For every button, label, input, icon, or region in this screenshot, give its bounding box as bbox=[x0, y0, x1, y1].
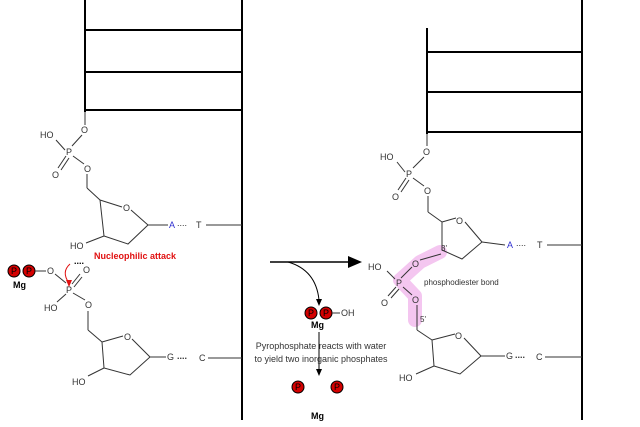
atom-o: O bbox=[84, 164, 91, 174]
hydrogen-bond: .... bbox=[177, 351, 187, 361]
phosphate-circle bbox=[304, 306, 318, 320]
hydroxyl-label: OH bbox=[341, 308, 355, 318]
five-prime-label: 5' bbox=[420, 315, 426, 324]
base-cytosine: C bbox=[199, 353, 206, 363]
phosphate-letter: P bbox=[334, 382, 340, 392]
atom-o: O bbox=[47, 266, 54, 276]
reaction: P P OH Mg Pyrophosphate reacts with wate… bbox=[254, 256, 388, 421]
base-guanine: G bbox=[167, 352, 174, 362]
phosphate-letter: P bbox=[26, 266, 32, 276]
phosphate-letter: P bbox=[11, 266, 17, 276]
base-adenine: A bbox=[507, 240, 513, 250]
atom-o: O bbox=[412, 259, 419, 269]
atom-ho: HO bbox=[399, 373, 413, 383]
atom-o: O bbox=[412, 295, 419, 305]
lone-pair: .... bbox=[74, 256, 84, 266]
base-cytosine: C bbox=[536, 352, 543, 362]
left-strand: O P HO O O O A .... T HO .... Nucleophil… bbox=[7, 0, 243, 420]
atom-o: O bbox=[423, 147, 430, 157]
base-thymine: T bbox=[537, 240, 543, 250]
atom-o: O bbox=[381, 298, 388, 308]
pyrophosphate-note-line2: to yield two inorganic phosphates bbox=[254, 354, 388, 364]
magnesium-label: Mg bbox=[311, 320, 324, 330]
phosphate-circle bbox=[330, 380, 344, 394]
magnesium-label: Mg bbox=[13, 280, 26, 290]
phosphate-circle bbox=[291, 380, 305, 394]
base-adenine: A bbox=[169, 220, 175, 230]
atom-p: P bbox=[406, 169, 412, 179]
phosphate-letter: P bbox=[308, 308, 314, 318]
atom-ho: HO bbox=[380, 152, 394, 162]
atom-ho: HO bbox=[40, 130, 54, 140]
base-thymine: T bbox=[196, 220, 202, 230]
atom-ho: HO bbox=[72, 377, 86, 387]
pyrophosphate-note-line1: Pyrophosphate reacts with water bbox=[256, 341, 387, 351]
atom-o: O bbox=[392, 192, 399, 202]
atom-p: P bbox=[66, 285, 72, 295]
atom-o: O bbox=[83, 265, 90, 275]
hydrogen-bond: .... bbox=[515, 350, 525, 360]
phosphodiester-bond-label: phosphodiester bond bbox=[424, 278, 499, 287]
ring-oxygen: O bbox=[123, 203, 130, 213]
hydrogen-bond: .... bbox=[516, 238, 526, 248]
atom-ho: HO bbox=[368, 262, 382, 272]
hydrogen-bond: .... bbox=[177, 218, 187, 228]
ring-oxygen: O bbox=[456, 216, 463, 226]
phosphodiester-highlight bbox=[393, 245, 447, 327]
atom-o: O bbox=[85, 300, 92, 310]
phosphate-letter: P bbox=[323, 308, 329, 318]
atom-ho-3prime: HO bbox=[70, 241, 84, 251]
base-guanine: G bbox=[506, 351, 513, 361]
atom-ho: HO bbox=[44, 303, 58, 313]
atom-o: O bbox=[52, 170, 59, 180]
ring-oxygen: O bbox=[124, 332, 131, 342]
atom-p: P bbox=[66, 147, 72, 157]
magnesium-label: Mg bbox=[311, 411, 324, 421]
atom-o: O bbox=[81, 125, 88, 135]
phosphate-circle bbox=[7, 264, 21, 278]
phosphate-letter: P bbox=[295, 382, 301, 392]
atom-p: P bbox=[396, 278, 402, 288]
ring-oxygen: O bbox=[455, 331, 462, 341]
atom-o: O bbox=[424, 186, 431, 196]
three-prime-label: 3' bbox=[441, 244, 447, 253]
nucleophilic-attack-label: Nucleophilic attack bbox=[94, 251, 177, 261]
right-strand: O P HO O O O A .... T 3' O P HO O O phos… bbox=[368, 0, 583, 420]
